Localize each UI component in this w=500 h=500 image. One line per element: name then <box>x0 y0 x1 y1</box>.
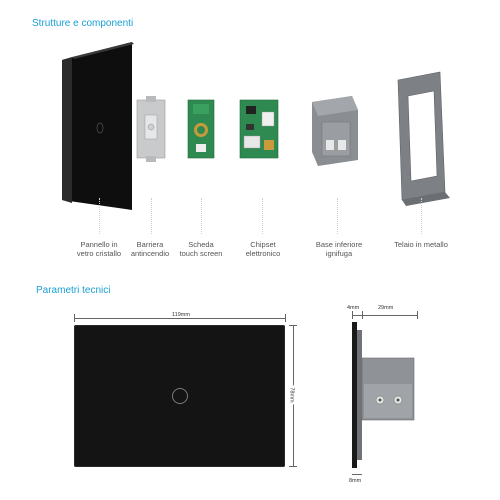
depth-dimension-line <box>352 315 418 316</box>
width-dimension-label: 119mm <box>170 312 192 318</box>
fire-barrier-image <box>136 96 166 162</box>
exploded-view <box>62 42 450 210</box>
component-label-frame: Telaio in metallo <box>394 240 448 249</box>
guide-line <box>201 198 202 234</box>
guide-line <box>337 198 338 234</box>
guide-line <box>421 198 422 234</box>
depth-dimension-tick <box>352 311 353 319</box>
bottom-dimension-label: 8mm <box>349 478 362 484</box>
guide-line <box>151 198 152 234</box>
back-depth-label: 29mm <box>378 305 394 311</box>
height-dimension-tick <box>289 466 297 467</box>
depth-dimension-tick <box>362 311 363 319</box>
width-dimension-tick <box>285 314 286 322</box>
front-depth-label: 4mm <box>347 305 360 311</box>
guide-line <box>262 198 263 234</box>
side-view <box>352 322 415 468</box>
depth-dimension-tick <box>417 311 418 319</box>
frame-image <box>397 71 450 206</box>
base-image <box>312 96 358 166</box>
height-dimension-tick <box>289 325 297 326</box>
guide-line <box>99 198 100 234</box>
height-dimension-label: 78mm <box>288 385 295 405</box>
specs-section-title: Parametri tecnici <box>36 285 111 296</box>
touch-board-image <box>187 99 215 159</box>
chipset-image <box>239 99 279 159</box>
glass-panel-image <box>62 42 134 210</box>
front-view-panel <box>74 325 285 467</box>
touch-button-icon <box>172 388 188 404</box>
width-dimension-line <box>74 318 286 319</box>
structure-section-title: Strutture e componenti <box>32 18 134 29</box>
width-dimension-tick <box>74 314 75 322</box>
bottom-dimension-line <box>352 474 362 475</box>
